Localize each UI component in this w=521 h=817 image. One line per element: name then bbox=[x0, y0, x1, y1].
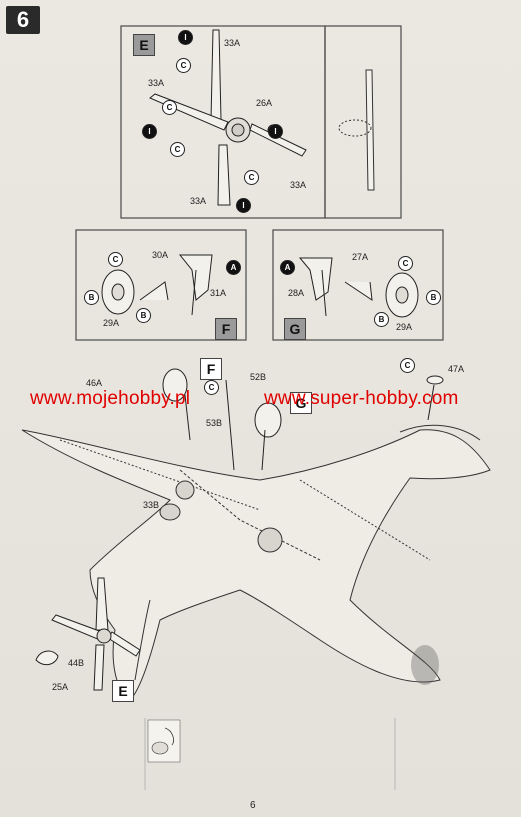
callout-icon: A bbox=[226, 260, 241, 275]
callout-icon: B bbox=[426, 290, 441, 305]
main-e-label: E bbox=[112, 680, 134, 702]
part-number: 46A bbox=[86, 378, 103, 388]
callout-icon: B bbox=[374, 312, 389, 327]
part-number: 29A bbox=[396, 322, 413, 332]
callout-icon: B bbox=[84, 290, 99, 305]
callout-icon: C bbox=[244, 170, 259, 185]
propeller-side-view bbox=[338, 69, 375, 191]
propeller-blades bbox=[149, 29, 307, 206]
part-number: 33A bbox=[148, 78, 165, 88]
callout-icon: C bbox=[108, 252, 123, 267]
callout-icon: A bbox=[280, 260, 295, 275]
landing-gear-f bbox=[101, 254, 213, 316]
watermark-right: www.super-hobby.com bbox=[264, 388, 459, 409]
part-number: 28A bbox=[288, 288, 305, 298]
aircraft-plan-view bbox=[21, 424, 491, 701]
callout-icon: C bbox=[176, 58, 191, 73]
watermark-left: www.mojehobby.pl bbox=[30, 388, 191, 409]
part-number: 33A bbox=[190, 196, 207, 206]
part-number: 26A bbox=[256, 98, 273, 108]
part-number: 29A bbox=[103, 318, 120, 328]
part-number: 53B bbox=[206, 418, 223, 428]
part-number: 25A bbox=[52, 682, 69, 692]
part-number: 33A bbox=[224, 38, 241, 48]
panel-e-side-frame bbox=[324, 25, 402, 219]
panel-f-frame bbox=[75, 229, 247, 341]
callout-icon: I bbox=[142, 124, 157, 139]
panel-e-label: E bbox=[133, 34, 155, 56]
callout-icon: I bbox=[236, 198, 251, 213]
step-number-badge: 6 bbox=[6, 6, 40, 34]
panel-g-frame bbox=[272, 229, 444, 341]
landing-gear-g bbox=[298, 257, 419, 318]
part-number: 52B bbox=[250, 372, 267, 382]
callout-icon: C bbox=[400, 358, 415, 373]
part-number: 27A bbox=[352, 252, 369, 262]
callout-icon: C bbox=[204, 380, 219, 395]
part-number: 33B bbox=[143, 500, 160, 510]
main-gear-parts bbox=[162, 368, 444, 471]
main-f-label: F bbox=[200, 358, 222, 380]
part-number: 30A bbox=[152, 250, 169, 260]
main-propeller bbox=[35, 577, 141, 691]
callout-icon: B bbox=[136, 308, 151, 323]
panel-g-label: G bbox=[284, 318, 306, 340]
part-number: 47A bbox=[448, 364, 465, 374]
part-number: 44B bbox=[68, 658, 85, 668]
panel-f-label: F bbox=[215, 318, 237, 340]
callout-icon: C bbox=[170, 142, 185, 157]
callout-icon: C bbox=[398, 256, 413, 271]
part-number: 31A bbox=[210, 288, 227, 298]
main-g-label: G bbox=[290, 392, 312, 414]
callout-icon: I bbox=[268, 124, 283, 139]
page-number: 6 bbox=[250, 800, 256, 811]
callout-icon: C bbox=[162, 100, 177, 115]
part-number: 33A bbox=[290, 180, 307, 190]
callout-icon: I bbox=[178, 30, 193, 45]
